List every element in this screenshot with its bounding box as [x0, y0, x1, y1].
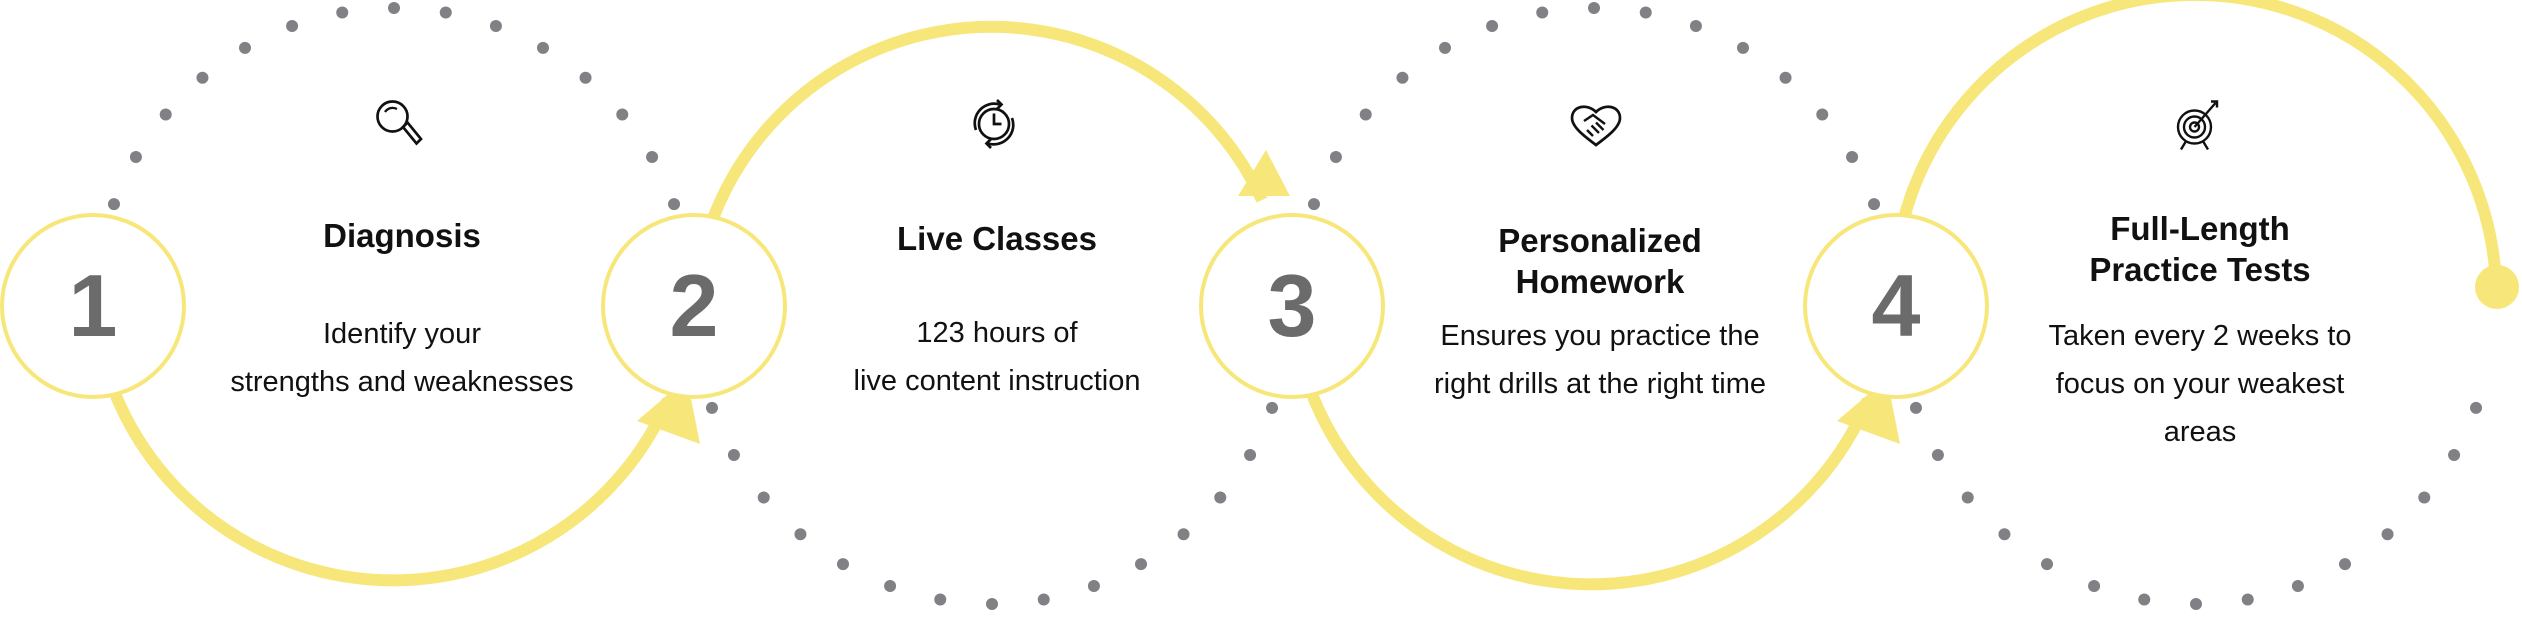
dot	[2418, 491, 2431, 504]
dot	[1486, 19, 1499, 32]
dot	[196, 71, 209, 84]
step-description-line: live content instruction	[853, 365, 1141, 397]
dot	[757, 491, 770, 504]
dot	[2190, 598, 2202, 610]
dot	[2339, 558, 2351, 571]
step-title: Diagnosis	[323, 217, 481, 254]
dot	[2088, 580, 2101, 593]
magnifier-icon	[376, 100, 423, 146]
dot	[1931, 449, 1944, 461]
dot	[107, 198, 120, 211]
step-circle-1	[0, 213, 186, 399]
dot	[1244, 449, 1257, 461]
arc-1-bottom	[88, 305, 674, 587]
dot	[579, 71, 592, 84]
dot	[286, 19, 299, 32]
dot	[1961, 491, 1974, 504]
dot	[837, 558, 849, 571]
step-3: Personalized Homework Ensures you practi…	[1370, 220, 1830, 408]
step-description-line: strengths and weaknesses	[230, 366, 574, 398]
step-circle-3	[1199, 213, 1385, 399]
handshake-icon	[1570, 105, 1622, 147]
dot	[2448, 449, 2461, 461]
dot	[537, 41, 549, 54]
step-title: Practice Tests	[2089, 251, 2311, 288]
dot	[388, 2, 400, 14]
step-description-line: Taken every 2 weeks to	[2048, 320, 2352, 352]
dot	[986, 598, 998, 610]
step-title: Personalized	[1498, 222, 1702, 259]
dot	[1998, 528, 2011, 541]
dot	[1135, 558, 1147, 571]
dot	[159, 108, 172, 121]
clock-refresh-icon	[973, 99, 1015, 149]
dot	[2241, 593, 2254, 606]
dot	[1846, 151, 1859, 163]
dot	[705, 401, 718, 414]
dot	[1439, 41, 1451, 54]
dot	[2138, 593, 2151, 606]
dot	[668, 198, 681, 211]
dot	[1779, 71, 1792, 84]
step-description-line: right drills at the right time	[1433, 368, 1766, 400]
dot	[239, 41, 251, 54]
dot	[1087, 580, 1100, 593]
dot	[1359, 108, 1372, 121]
arc-3-bottom	[1286, 305, 1874, 591]
dot	[129, 151, 142, 163]
dot	[1536, 6, 1549, 19]
dot	[646, 151, 659, 163]
step-title: Live Classes	[897, 220, 1097, 257]
step-1: Diagnosis Identify your strengths and we…	[172, 215, 632, 406]
step-title: Homework	[1515, 263, 1685, 300]
step-number-2: 2	[669, 256, 719, 355]
dot	[1639, 6, 1652, 19]
step-4: Full-Length Practice Tests Taken every 2…	[1970, 208, 2430, 456]
step-circle-2	[601, 213, 787, 399]
dot	[2470, 401, 2483, 414]
dot	[439, 6, 452, 19]
dot	[489, 19, 502, 32]
step-circle-4	[1803, 213, 1989, 399]
dot	[1177, 528, 1190, 541]
dot	[934, 593, 947, 606]
step-2: Live Classes 123 hours of live content i…	[767, 218, 1227, 405]
step-description-line: Ensures you practice the	[1440, 320, 1760, 352]
dot	[2381, 528, 2394, 541]
step-description-line: focus on your weakest	[2055, 368, 2345, 400]
dot	[616, 108, 629, 121]
step-description-line: Identify your	[323, 318, 481, 350]
dot	[1329, 151, 1342, 163]
arc-4-top	[1887, 0, 2502, 307]
arc-2-top	[688, 20, 1268, 307]
dot	[2041, 558, 2053, 571]
arc-end-dot	[2475, 265, 2519, 309]
target-icon	[2176, 100, 2219, 151]
dot	[336, 6, 349, 19]
dot	[1307, 198, 1320, 211]
arrowhead-2	[1238, 150, 1290, 196]
dot	[794, 528, 807, 541]
dot	[1266, 401, 1279, 414]
step-number-1: 1	[68, 256, 118, 355]
dot	[1909, 401, 1922, 414]
step-number-3: 3	[1267, 256, 1317, 355]
step-title: Full-Length	[2110, 210, 2290, 247]
dot	[1816, 108, 1829, 121]
step-number-4: 4	[1871, 256, 1921, 355]
dot	[1396, 71, 1409, 84]
dot	[1588, 2, 1600, 14]
step-description-line: areas	[2163, 416, 2237, 448]
dot	[1037, 593, 1050, 606]
dot	[1737, 41, 1749, 54]
dot	[1868, 198, 1881, 211]
dot	[1689, 19, 1702, 32]
dot	[2291, 580, 2304, 593]
dot	[884, 580, 897, 593]
step-description-line: 123 hours of	[916, 317, 1078, 349]
dot	[727, 449, 740, 461]
dot	[1214, 491, 1227, 504]
